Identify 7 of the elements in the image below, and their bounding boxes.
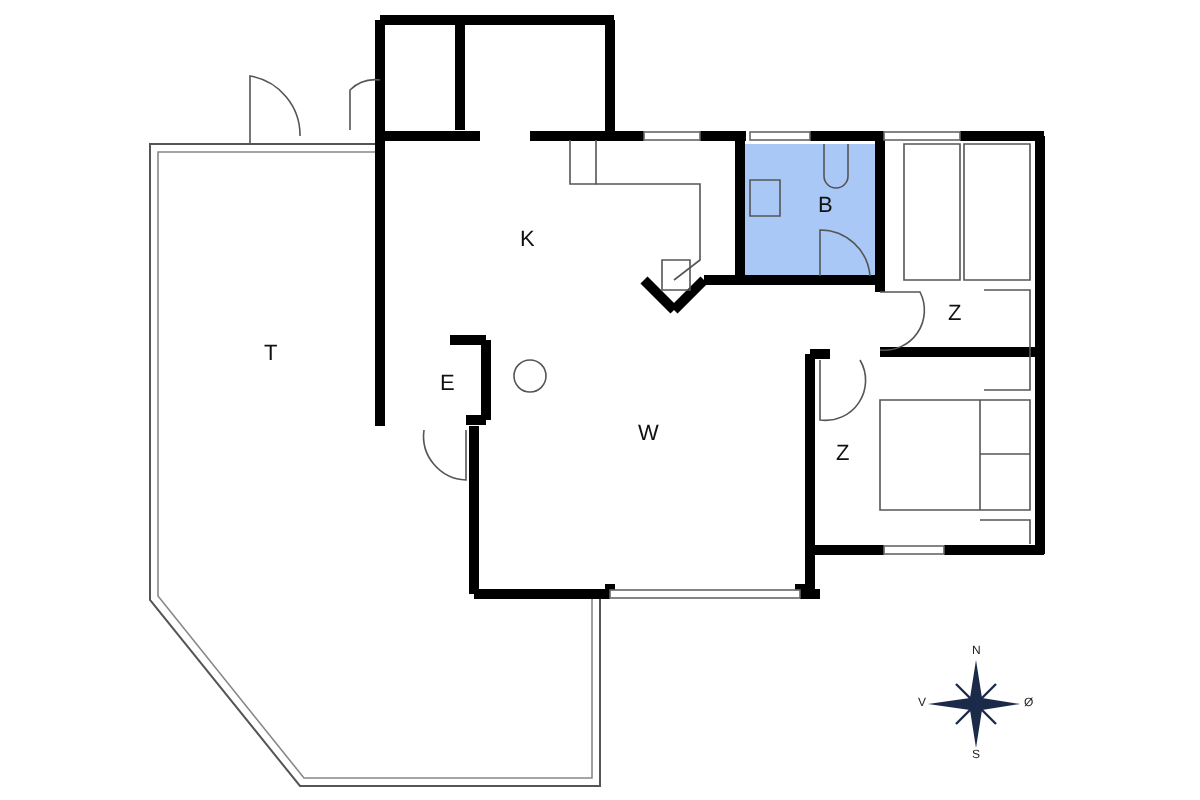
room-label: W	[638, 422, 659, 446]
room-label: B	[818, 194, 833, 218]
room-label: K	[520, 228, 535, 252]
room-label: Z	[948, 302, 962, 326]
room-label: T	[264, 342, 278, 366]
room-label: E	[440, 372, 455, 396]
room-label: Z	[836, 442, 850, 466]
